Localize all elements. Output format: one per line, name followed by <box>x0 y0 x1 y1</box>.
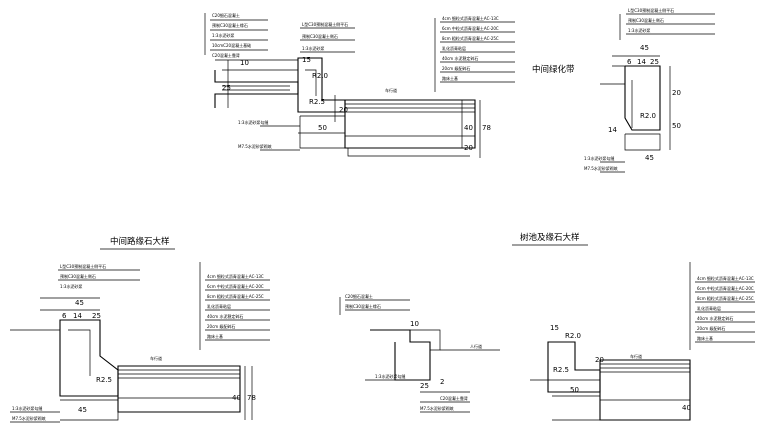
note-g1: L型C30预制混凝土侧平石 <box>628 7 674 13</box>
dim-14a: 14 <box>637 58 646 66</box>
note-9: 1:3水泥砂浆勾缝 <box>238 119 268 125</box>
note-4: 10cmC20混凝土基础 <box>212 42 251 48</box>
note-c2: 预制C30混凝土侧石 <box>60 273 96 279</box>
note-d5: M7.5水泥砂浆砌筑 <box>420 405 454 411</box>
note-c3: 1:3水泥砂浆 <box>60 283 82 289</box>
dim-14b: 14 <box>608 126 617 134</box>
detail-median-green: 中间绿化带 45 6 14 25 14 45 R2.0 20 50 L型C30预… <box>532 7 715 173</box>
radius-r2d: R2.0 <box>565 332 581 340</box>
note-d3: 1:3水泥砂浆勾缝 <box>375 373 405 379</box>
layer-d2: 6cm 中粒式沥青混凝土AC-20C <box>697 285 754 291</box>
dim-10: 10 <box>240 59 249 67</box>
layer-c2: 6cm 中粒式沥青混凝土AC-20C <box>207 283 264 289</box>
dim-78: 78 <box>482 124 491 132</box>
layer-d4: 乳化沥青粘层 <box>697 305 721 311</box>
note-d1: C20细石混凝土 <box>345 293 373 299</box>
dim-20: 20 <box>339 106 348 114</box>
note-3: 1:3水泥砂浆 <box>212 32 234 38</box>
note-5: C20混凝土靠背 <box>212 52 240 58</box>
note-7: 预制C30混凝土侧石 <box>302 33 338 39</box>
note-8: 1:3水泥砂浆 <box>302 45 324 51</box>
dim-45a: 45 <box>640 44 649 52</box>
layer-7: 路床土基 <box>442 75 458 81</box>
dim-6a: 6 <box>627 58 632 66</box>
dim-25d: 25 <box>420 382 429 390</box>
note-d4: C20混凝土靠背 <box>440 395 468 401</box>
dim-40: 40 <box>464 124 473 132</box>
radius-r2: R2.0 <box>312 72 328 80</box>
dim-50: 50 <box>318 124 327 132</box>
layer-c6: 20cm 级配碎石 <box>207 323 235 329</box>
dim-45c: 45 <box>75 299 84 307</box>
dim-50d: 50 <box>570 386 579 394</box>
note-1: C20细石混凝土 <box>212 12 240 18</box>
title-tree-pool: 树池及缘石大样 <box>520 232 580 243</box>
dim-20b: 20 <box>464 144 473 152</box>
radius-r25: R2.5 <box>309 98 325 106</box>
note-6: L型C30预制混凝土侧平石 <box>302 21 348 27</box>
note-c1: L型C30预制混凝土侧平石 <box>60 263 106 269</box>
note-g3: 1:3水泥砂浆 <box>628 27 650 33</box>
dim-45b: 45 <box>645 154 654 162</box>
dim-6c: 6 <box>62 312 67 320</box>
title-median-curb: 中间路缘石大样 <box>110 236 170 247</box>
dim-20c: 20 <box>672 89 681 97</box>
radius-r25d: R2.5 <box>553 366 569 374</box>
dim-40c: 40 <box>232 394 241 402</box>
note-10: M7.5水泥砂浆砌筑 <box>238 143 272 149</box>
dim-20d: 20 <box>595 356 604 364</box>
layer-c3: 8cm 粗粒式沥青混凝土AC-25C <box>207 293 264 299</box>
dim-15: 15 <box>302 56 311 64</box>
layer-c5: 40cm 水泥稳定碎石 <box>207 313 243 319</box>
layer-d1: 4cm 细粒式沥青混凝土AC-13C <box>697 275 754 281</box>
layer-d5: 40cm 水泥稳定碎石 <box>697 315 733 321</box>
radius-r2b: R2.0 <box>640 112 656 120</box>
layer-c1: 4cm 细粒式沥青混凝土AC-13C <box>207 273 264 279</box>
layer-1: 4cm 细粒式沥青混凝土AC-13C <box>442 15 499 21</box>
road-label-d: 车行道 <box>630 353 642 359</box>
layer-c7: 路床土基 <box>207 333 223 339</box>
dim-2d: 2 <box>440 378 444 386</box>
dim-78c: 78 <box>247 394 256 402</box>
dim-15d: 15 <box>550 324 559 332</box>
dim-10d: 10 <box>410 320 419 328</box>
note-g4: 1:3水泥砂浆勾缝 <box>584 155 614 161</box>
road-label: 车行道 <box>385 87 397 93</box>
layer-d3: 8cm 粗粒式沥青混凝土AC-25C <box>697 295 754 301</box>
detail-top-left-curb: 10 25 15 R2.0 R2.5 20 50 40 78 20 C20细石混… <box>204 12 515 158</box>
radius-r25c: R2.5 <box>96 376 112 384</box>
detail-median-curb: 中间路缘石大样 45 6 14 25 45 R2.5 40 78 车 <box>10 236 270 423</box>
layer-5: 40cm 水泥稳定碎石 <box>442 55 478 61</box>
sidewalk-label: 人行道 <box>470 343 482 349</box>
dim-25a: 25 <box>650 58 659 66</box>
dim-40d: 40 <box>682 404 691 412</box>
dim-45d: 45 <box>78 406 87 414</box>
layer-2: 6cm 中粒式沥青混凝土AC-20C <box>442 25 499 31</box>
note-2: 预制C30混凝土缘石 <box>212 22 248 28</box>
note-c5: M7.5水泥砂浆砌筑 <box>12 415 46 421</box>
note-g2: 预制C30混凝土侧石 <box>628 17 664 23</box>
layer-d6: 20cm 级配碎石 <box>697 325 725 331</box>
dim-25c: 25 <box>92 312 101 320</box>
note-c4: 1:3水泥砂浆勾缝 <box>12 405 42 411</box>
layer-d7: 路床土基 <box>697 335 713 341</box>
dim-50b: 50 <box>672 122 681 130</box>
note-d2: 预制C30混凝土缘石 <box>345 303 381 309</box>
detail-tree-pool: 树池及缘石大样 15 R2.0 R2.5 50 20 40 10 <box>339 232 755 421</box>
layer-4: 乳化沥青粘层 <box>442 45 466 51</box>
dim-25: 25 <box>222 84 231 92</box>
dim-14c: 14 <box>73 312 82 320</box>
road-label-c: 车行道 <box>150 355 162 361</box>
note-g5: M7.5水泥砂浆砌筑 <box>584 165 618 171</box>
layer-6: 20cm 级配碎石 <box>442 65 470 71</box>
layer-3: 8cm 粗粒式沥青混凝土AC-25C <box>442 35 499 41</box>
title-median-green: 中间绿化带 <box>532 64 575 75</box>
layer-c4: 乳化沥青粘层 <box>207 303 231 309</box>
